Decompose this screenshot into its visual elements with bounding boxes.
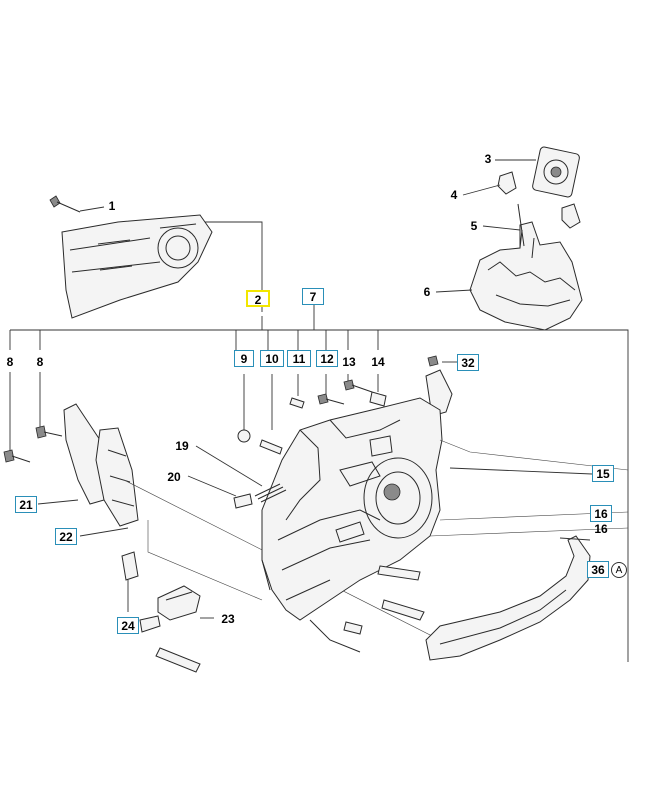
crankcase-drawing [261,397,629,653]
callout-8-right[interactable]: 8 [36,355,44,369]
callout-16-boxed[interactable]: 16 [590,505,612,522]
callout-3[interactable]: 3 [484,152,492,166]
chain-brake-drawing [37,403,441,641]
chain-tensioner-drawing [121,520,263,673]
callout-14[interactable]: 14 [371,355,385,369]
callout-15[interactable]: 15 [592,465,614,482]
callout-20[interactable]: 20 [167,470,181,484]
callout-36[interactable]: 36 [587,561,609,578]
callout-11[interactable]: 11 [287,350,311,367]
callout-12[interactable]: 12 [316,350,338,367]
spring-drawing [187,445,287,509]
callout-23[interactable]: 23 [221,612,235,626]
callout-19[interactable]: 19 [175,439,189,453]
callout-9[interactable]: 9 [234,350,254,367]
callout-10[interactable]: 10 [260,350,284,367]
screw-1-drawing [49,195,105,213]
reference-a-marker[interactable]: A [611,562,627,578]
callout-22[interactable]: 22 [55,528,77,545]
side-cover-drawing [343,511,629,661]
callout-4[interactable]: 4 [450,188,458,202]
callout-2-selected[interactable]: 2 [246,290,270,307]
callout-32[interactable]: 32 [457,354,479,371]
filter-housing-drawing [435,146,583,331]
fasteners-drawing [3,355,458,463]
callout-7[interactable]: 7 [302,288,324,305]
callout-13[interactable]: 13 [342,355,356,369]
callout-8-left[interactable]: 8 [6,355,14,369]
callout-6[interactable]: 6 [423,285,431,299]
callout-21[interactable]: 21 [15,496,37,513]
callout-24[interactable]: 24 [117,617,139,634]
callout-5[interactable]: 5 [470,219,478,233]
bar-plate-drawing [61,214,213,319]
grouping-lines [9,221,629,662]
callout-16[interactable]: 16 [594,522,608,536]
callout-1[interactable]: 1 [108,199,116,213]
